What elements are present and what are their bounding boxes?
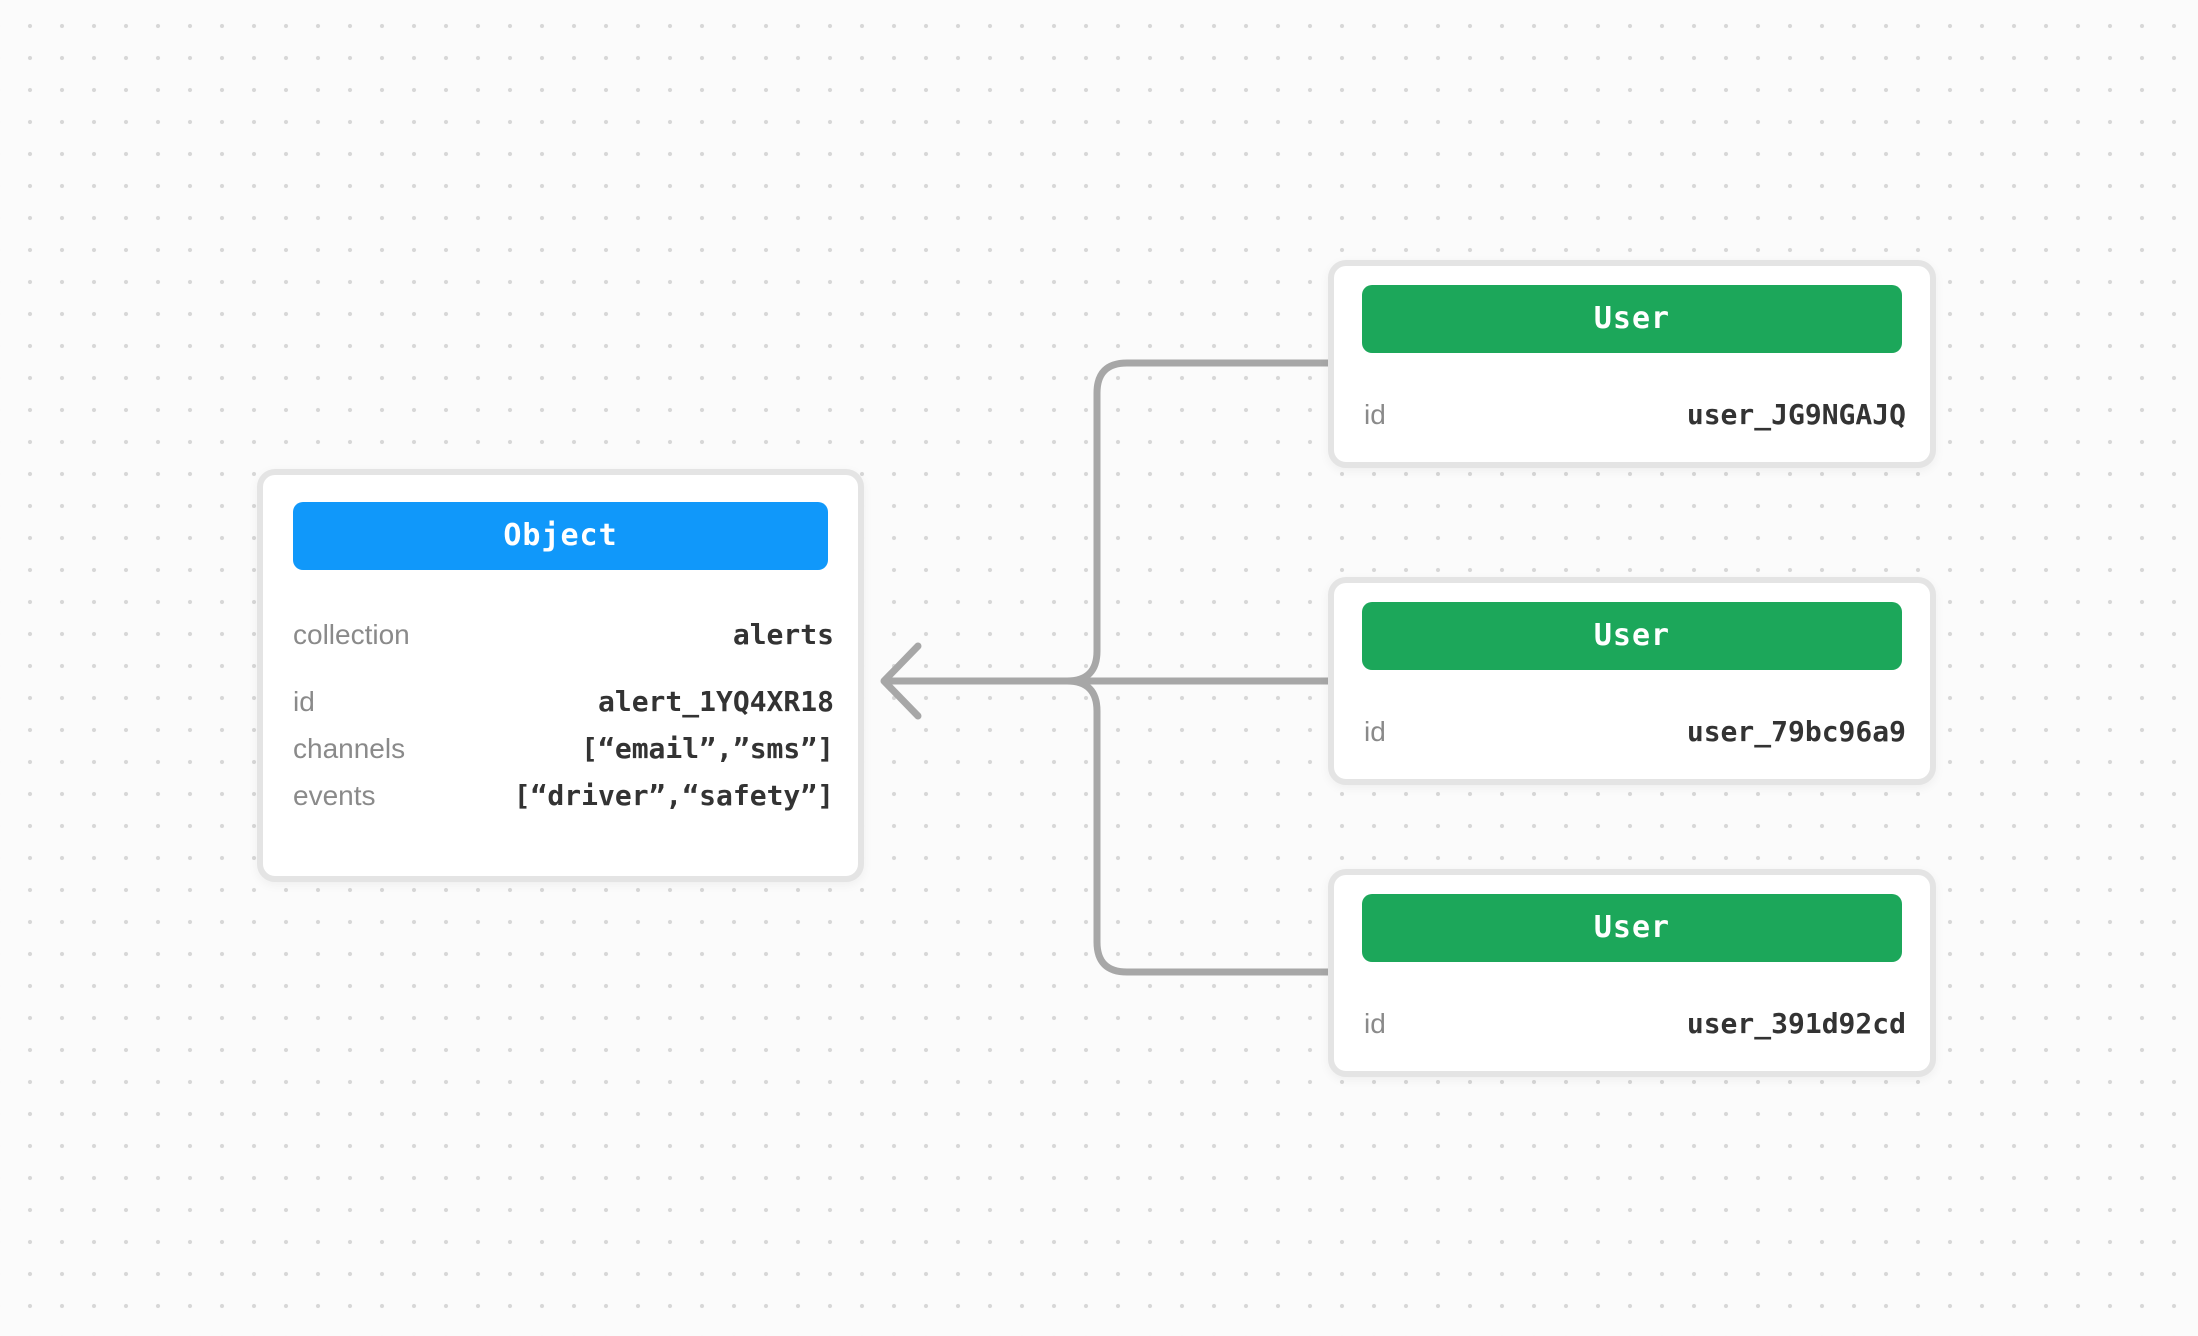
object-node-rows: collection alerts id alert_1YQ4XR18 chan… xyxy=(263,612,858,819)
row-channels-value: [“email”,”sms”] xyxy=(581,732,834,765)
row-events: events [“driver”,“safety”] xyxy=(263,773,858,819)
user-3-id-label: id xyxy=(1364,1008,1386,1039)
user-node-1[interactable]: User id user_JG9NGAJQ xyxy=(1328,260,1936,468)
user-node-3-title: User xyxy=(1593,910,1671,945)
row-id-label: id xyxy=(293,686,315,717)
user-1-id-label: id xyxy=(1364,399,1386,430)
user-2-id-value: user_79bc96a9 xyxy=(1686,715,1906,748)
user-node-1-title: User xyxy=(1593,301,1671,336)
user-1-id-value: user_JG9NGAJQ xyxy=(1686,398,1906,431)
row-collection-value: alerts xyxy=(732,618,834,651)
connector-bottom-branch xyxy=(1063,677,1335,976)
row-channels: channels [“email”,”sms”] xyxy=(263,726,858,772)
user-node-1-rows: id user_JG9NGAJQ xyxy=(1334,392,1930,438)
object-node-header: Object xyxy=(293,502,828,570)
user-node-1-header: User xyxy=(1362,285,1902,353)
row-collection-label: collection xyxy=(293,619,410,650)
user-node-2[interactable]: User id user_79bc96a9 xyxy=(1328,577,1936,785)
row-id-value: alert_1YQ4XR18 xyxy=(597,685,834,718)
row-events-value: [“driver”,“safety”] xyxy=(513,779,834,812)
user-3-id-value: user_391d92cd xyxy=(1686,1007,1906,1040)
user-2-row-id: id user_79bc96a9 xyxy=(1334,709,1930,755)
user-1-row-id: id user_JG9NGAJQ xyxy=(1334,392,1930,438)
user-node-2-header: User xyxy=(1362,602,1902,670)
user-node-2-rows: id user_79bc96a9 xyxy=(1334,709,1930,755)
object-node-title: Object xyxy=(503,518,618,553)
user-node-3-rows: id user_391d92cd xyxy=(1334,1001,1930,1047)
row-events-label: events xyxy=(293,780,376,811)
user-node-2-title: User xyxy=(1593,618,1671,653)
connector-top-branch xyxy=(1063,359,1335,685)
row-id: id alert_1YQ4XR18 xyxy=(263,679,858,725)
user-3-row-id: id user_391d92cd xyxy=(1334,1001,1930,1047)
row-channels-label: channels xyxy=(293,733,406,764)
user-node-3[interactable]: User id user_391d92cd xyxy=(1328,869,1936,1077)
arrowhead-left-icon xyxy=(880,642,922,720)
row-collection: collection alerts xyxy=(263,612,858,658)
object-node[interactable]: Object collection alerts id alert_1YQ4XR… xyxy=(257,469,864,882)
user-node-3-header: User xyxy=(1362,894,1902,962)
user-2-id-label: id xyxy=(1364,716,1386,747)
